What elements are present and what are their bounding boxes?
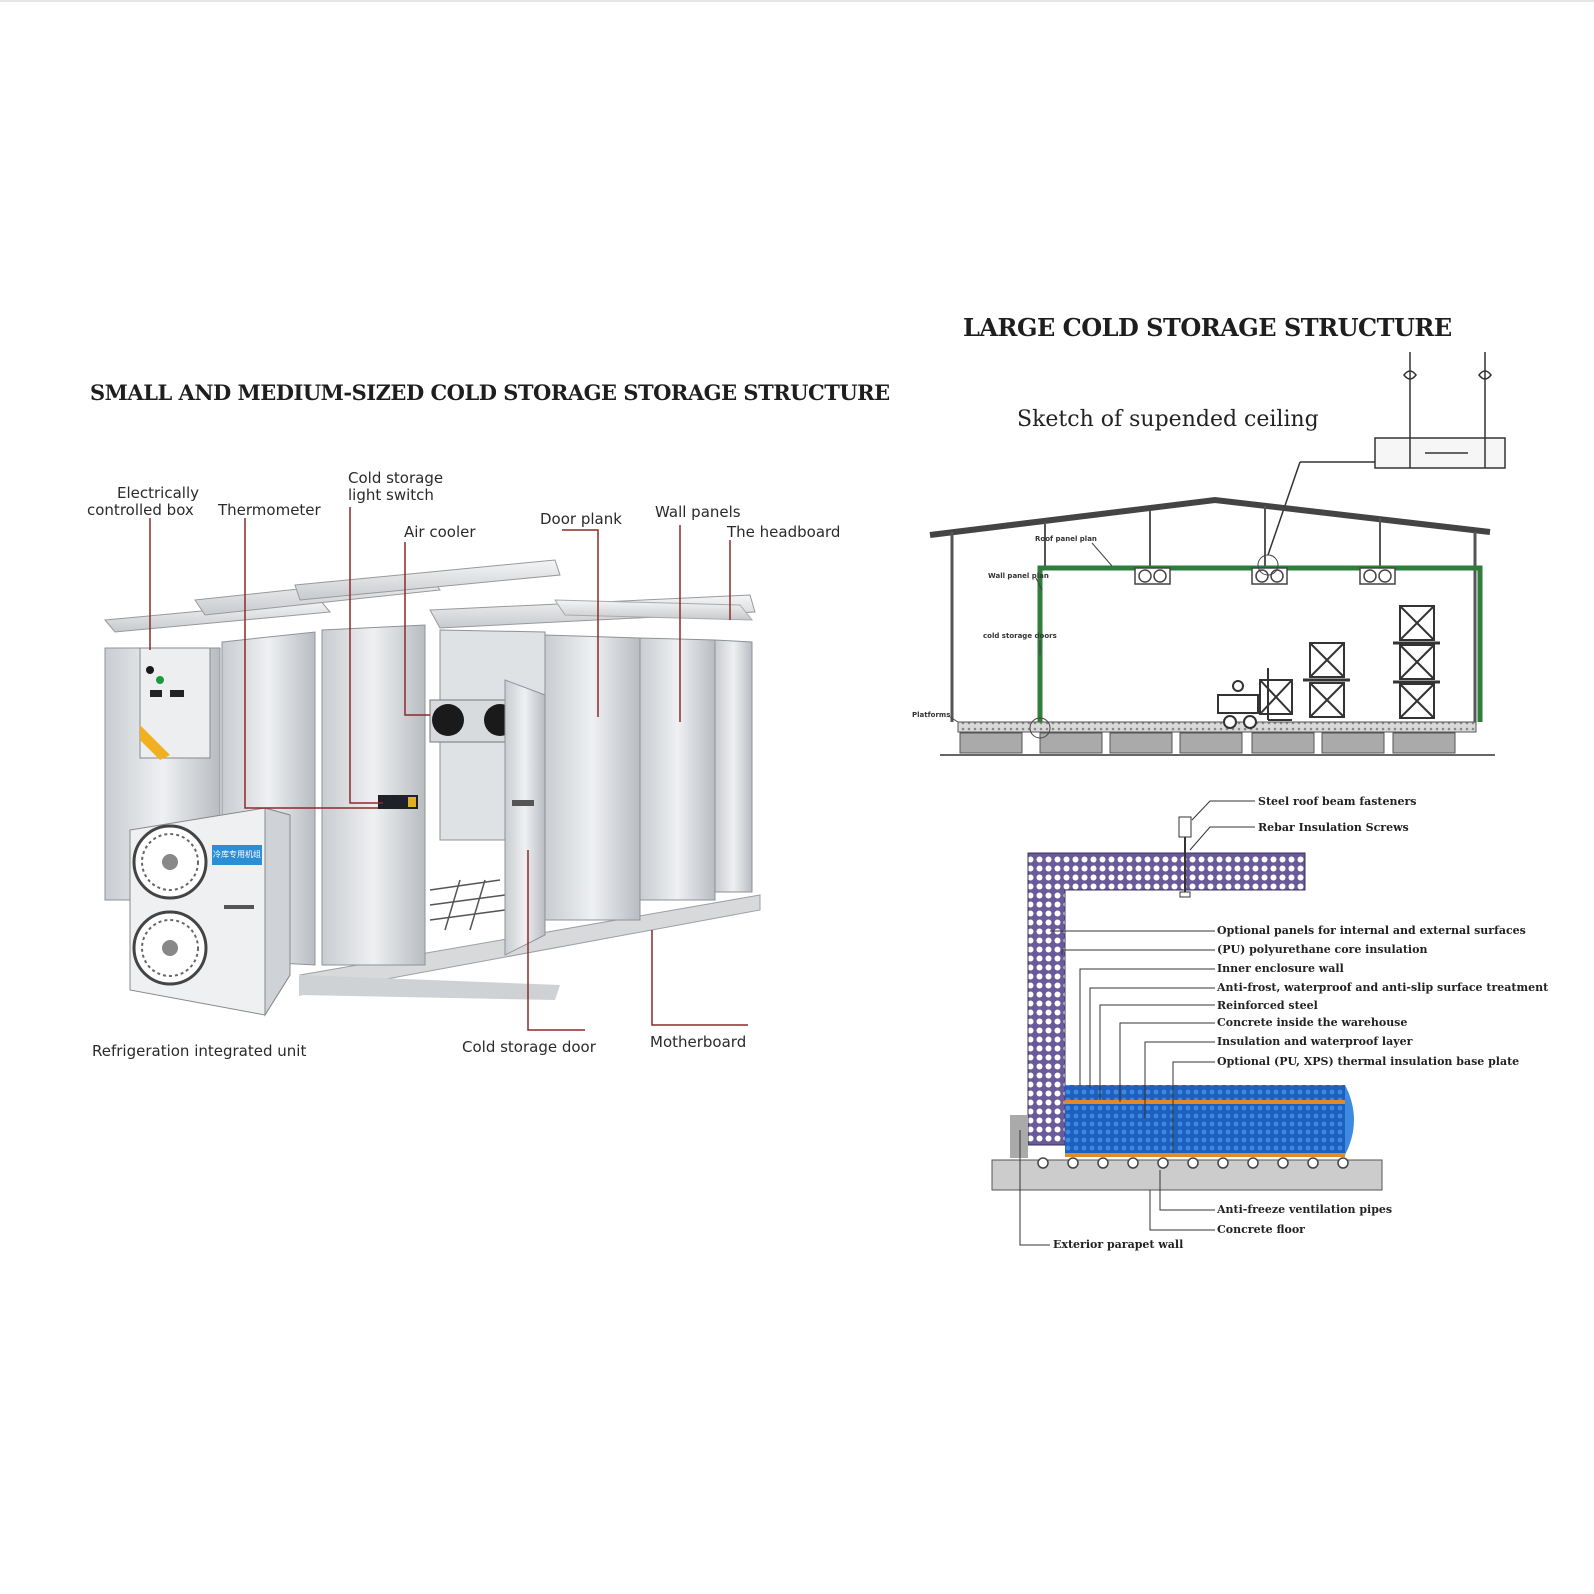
label-concrete-floor: Concrete floor	[1217, 1223, 1305, 1236]
label-optional-panels: Optional panels for internal and externa…	[1217, 924, 1526, 937]
floor-rack	[429, 879, 506, 931]
label-roof-fasteners: Steel roof beam fasteners	[1258, 795, 1417, 808]
label-motherboard: Motherboard	[650, 1033, 747, 1051]
left-diagram-title: SMALL AND MEDIUM-SIZED COLD STORAGE STOR…	[90, 380, 890, 405]
label-roof-panel-plan: Roof panel plan	[1035, 535, 1097, 543]
label-rebar-screws: Rebar Insulation Screws	[1258, 821, 1409, 834]
label-anti-frost: Anti-frost, waterproof and anti-slip sur…	[1217, 981, 1549, 994]
label-platforms: Platforms	[912, 711, 951, 719]
headboard-panels	[104, 559, 756, 633]
label-thermometer: Thermometer	[218, 501, 321, 519]
building-frame	[929, 496, 1495, 756]
label-door-plank: Door plank	[540, 510, 622, 528]
sketch-title: Sketch of supended ceiling	[1017, 407, 1319, 432]
label-pu-core: (PU) polyurethane core insulation	[1217, 943, 1428, 956]
label-refrigeration-unit: Refrigeration integrated unit	[92, 1042, 307, 1060]
callout-lines-left	[149, 507, 748, 1031]
label-inner-wall: Inner enclosure wall	[1217, 962, 1344, 975]
label-base-plate: Optional (PU, XPS) thermal insulation ba…	[1217, 1055, 1520, 1068]
label-cold-storage-door: Cold storage door	[462, 1038, 596, 1056]
label-vent-pipes: Anti-freeze ventilation pipes	[1217, 1203, 1393, 1216]
refrigeration-unit	[129, 807, 291, 1017]
suspended-ceiling-detail	[1267, 352, 1506, 556]
label-parapet: Exterior parapet wall	[1053, 1238, 1184, 1251]
label-concrete-inside: Concrete inside the warehouse	[1217, 1016, 1408, 1029]
label-headboard: The headboard	[727, 523, 841, 541]
label-light-switch-line2: light switch	[348, 486, 434, 504]
label-electrically-line1: Electrically	[117, 484, 199, 502]
label-wall-panel-plan: Wall panel plan	[988, 572, 1049, 580]
right-diagram-title: LARGE COLD STORAGE STRUCTURE	[963, 313, 1452, 342]
label-electrically-line2: controlled box	[87, 501, 194, 519]
electrical-control-box	[139, 647, 211, 760]
label-cold-storage-doors: cold storage doors	[983, 632, 1057, 640]
label-light-switch-line1: Cold storage	[348, 469, 444, 487]
label-reinforced-steel: Reinforced steel	[1217, 999, 1318, 1012]
label-air-cooler: Air cooler	[404, 523, 476, 541]
label-wall-panels: Wall panels	[655, 503, 741, 521]
unit-badge-text: 冷库专用机组	[213, 850, 261, 859]
forklift-icon	[1217, 668, 1292, 729]
insulation-section-detail	[991, 800, 1383, 1246]
top-border	[0, 0, 1594, 2]
label-insulation-layer: Insulation and waterproof layer	[1217, 1035, 1413, 1048]
